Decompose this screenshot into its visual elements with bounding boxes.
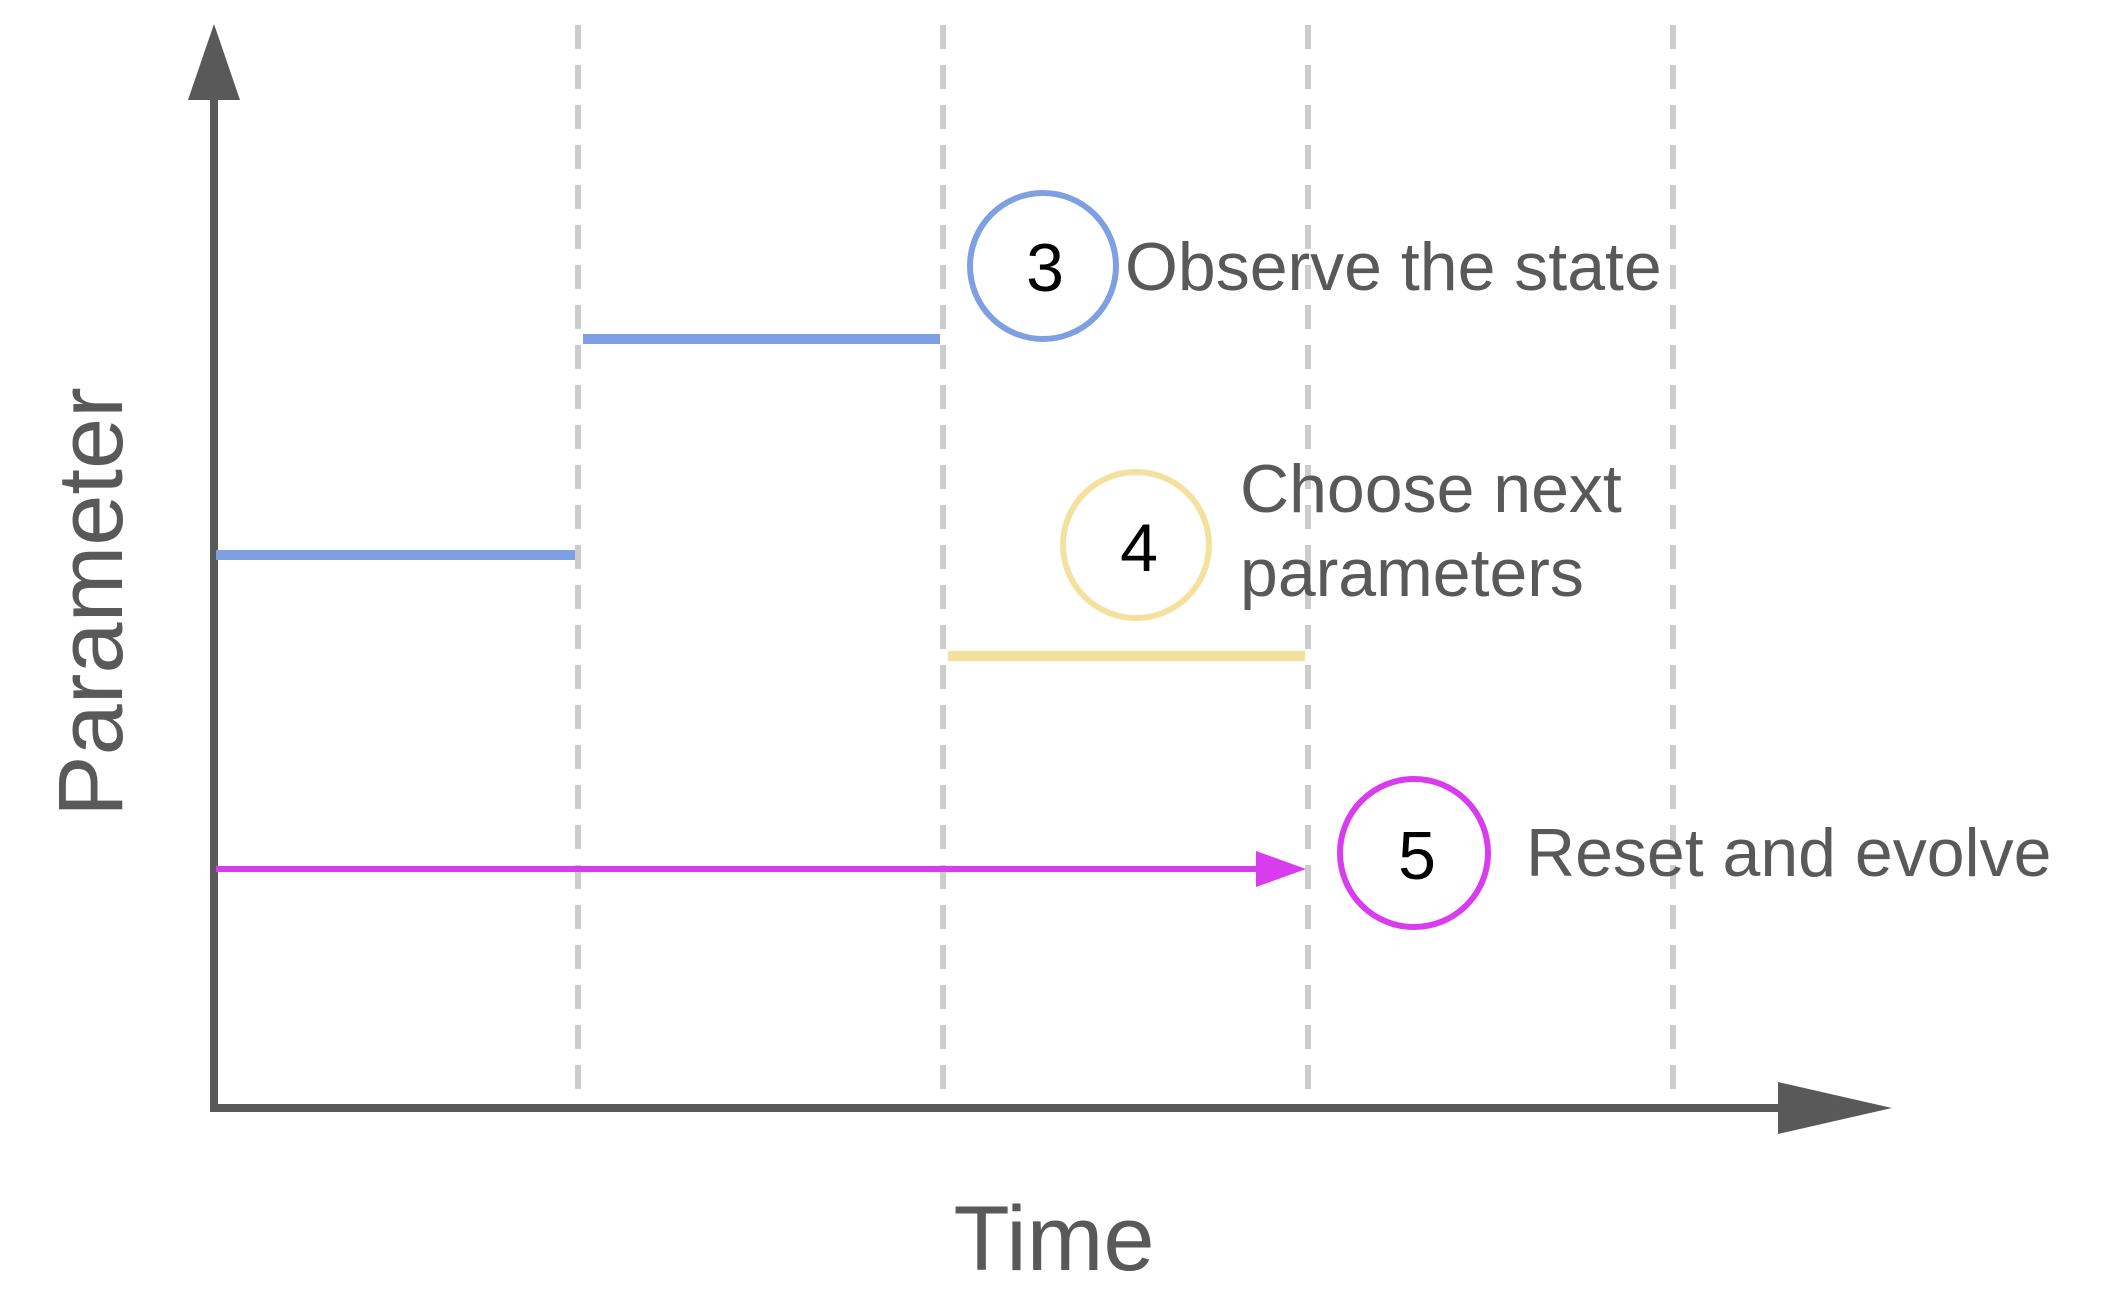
step-4-label-line-1: Choose next: [1240, 451, 1622, 527]
axes: [188, 24, 1892, 1134]
step-4: 4 Choose next parameters: [1060, 451, 1641, 621]
time-gridlines: [575, 25, 1676, 1108]
step-4-number: 4: [1120, 510, 1158, 586]
step-3-label: Observe the state: [1125, 229, 1662, 305]
step-4-label-line-2: parameters: [1240, 535, 1584, 611]
step-5-number: 5: [1398, 818, 1436, 894]
step-5-circle: [1337, 776, 1491, 930]
step-3: 3 Observe the state: [967, 190, 1662, 342]
step-4-label: Choose next parameters: [1240, 451, 1641, 611]
y-axis-arrowhead: [188, 24, 240, 100]
step-5-label: Reset and evolve: [1526, 815, 2051, 891]
y-axis-label: Parameter: [40, 387, 142, 817]
step-3-number: 3: [1026, 230, 1064, 306]
reset-evolve-arrowhead: [1256, 851, 1306, 887]
step-5: 5 Reset and evolve: [1337, 776, 2051, 930]
step-3-circle: [967, 190, 1119, 342]
x-axis-label: Time: [953, 1188, 1154, 1290]
step-4-circle: [1060, 469, 1212, 621]
x-axis-arrowhead: [1778, 1082, 1892, 1134]
parameter-segments: [216, 334, 1306, 887]
